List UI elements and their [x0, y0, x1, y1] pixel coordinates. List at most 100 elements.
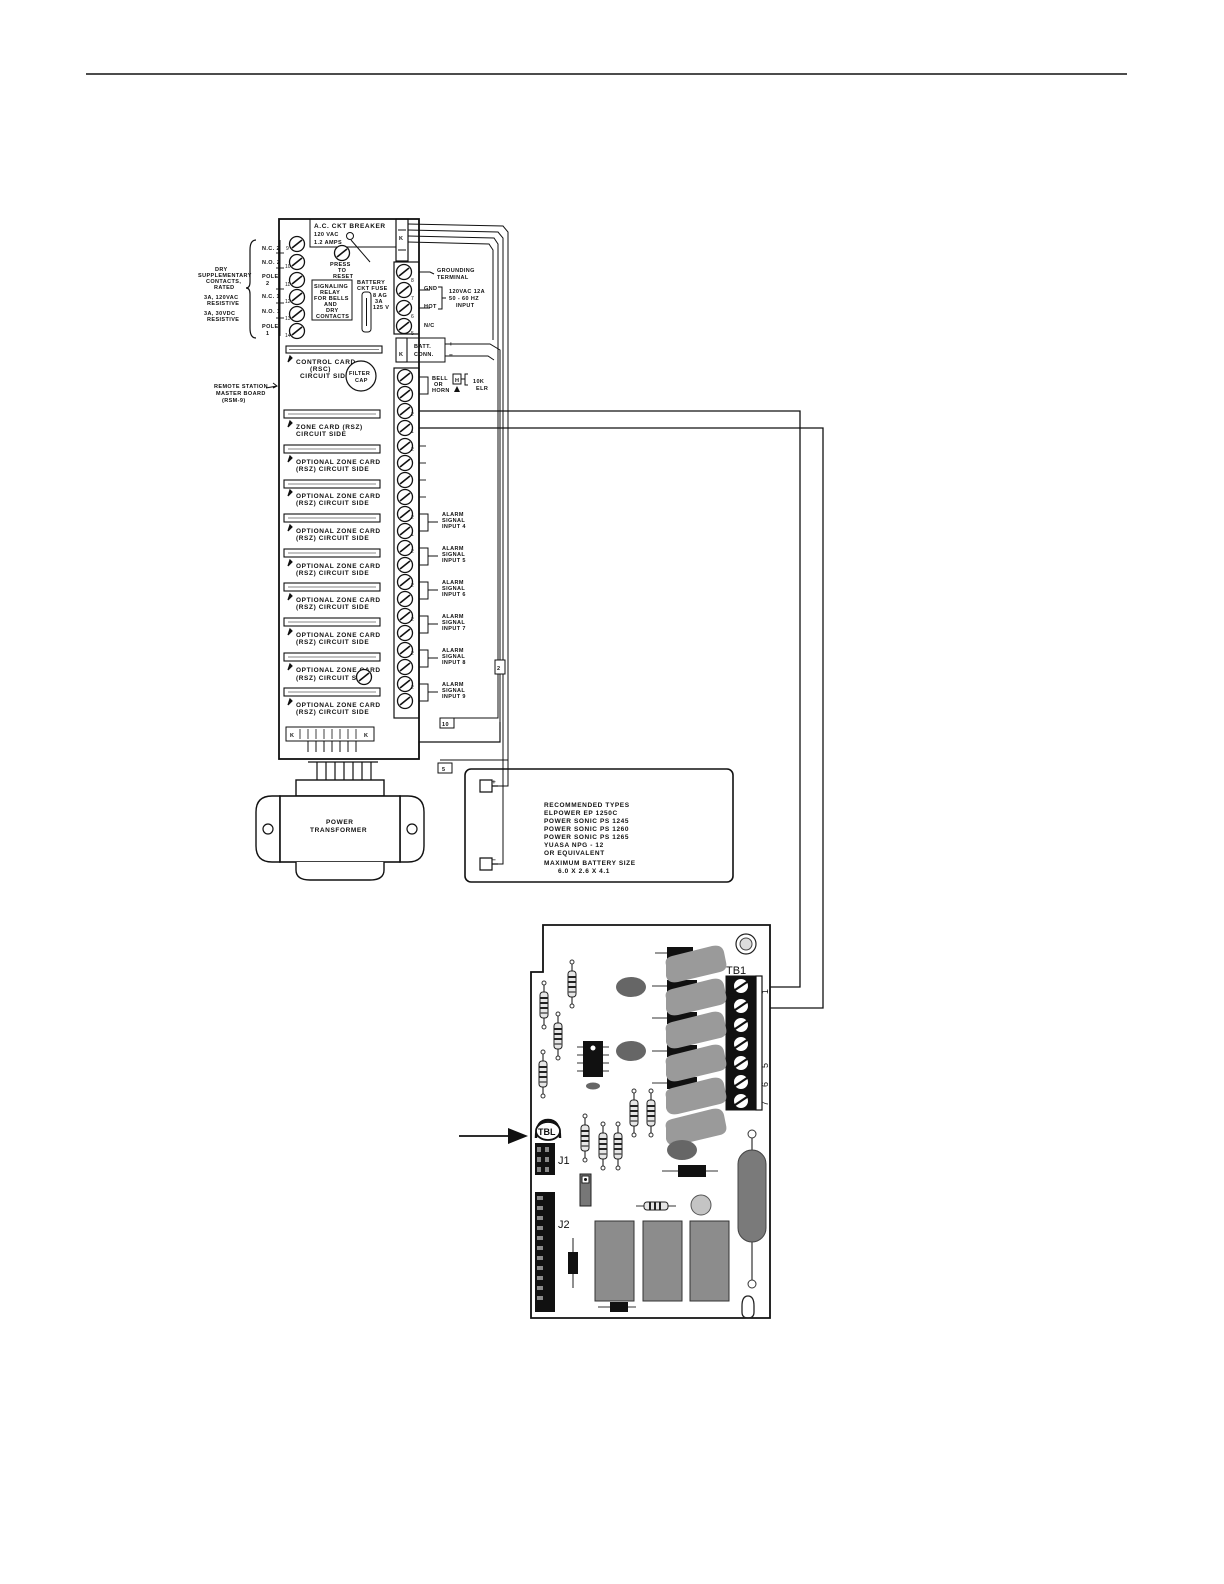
svg-text:(RSZ) CIRCUIT SIDE: (RSZ) CIRCUIT SIDE [296, 466, 369, 473]
svg-text:1: 1 [760, 989, 770, 994]
svg-text:50 - 60 HZ: 50 - 60 HZ [449, 296, 479, 302]
svg-text:13: 13 [285, 316, 291, 322]
svg-text:N.C. 1: N.C. 1 [262, 294, 280, 300]
svg-text:OPTIONAL ZONE CARD: OPTIONAL ZONE CARD [296, 597, 381, 604]
svg-text:(RSZ) CIRCUIT SIDE: (RSZ) CIRCUIT SIDE [296, 639, 369, 646]
svg-text:SIGNAL: SIGNAL [442, 688, 465, 694]
svg-text:POWER: POWER [326, 819, 354, 826]
pcb-board: TB1 POWER LIMITED 1 5 6 7 [530, 924, 771, 1319]
svg-text:2: 2 [411, 447, 414, 453]
svg-text:14: 14 [285, 333, 291, 339]
svg-text:K: K [364, 733, 368, 739]
mov-components [665, 945, 727, 1146]
svg-text:GND: GND [424, 286, 437, 292]
svg-text:K: K [399, 352, 403, 358]
svg-text:5: 5 [411, 331, 414, 337]
svg-text:1.2 AMPS: 1.2 AMPS [314, 240, 342, 246]
svg-text:7: 7 [760, 1101, 770, 1106]
svg-text:BELL: BELL [432, 376, 448, 382]
svg-text:10K: 10K [473, 379, 484, 385]
svg-text:ALARM: ALARM [442, 580, 464, 586]
svg-text:N.O. 1: N.O. 1 [262, 309, 280, 315]
svg-text:INPUT 7: INPUT 7 [442, 626, 466, 632]
svg-text:POWER SONIC PS 1245: POWER SONIC PS 1245 [544, 818, 629, 825]
svg-text:(RSZ) CIRCUIT SIDE: (RSZ) CIRCUIT SIDE [296, 500, 369, 507]
svg-text:N.C. 2: N.C. 2 [262, 246, 280, 252]
svg-text:ELR: ELR [476, 386, 488, 392]
svg-text:2: 2 [411, 583, 414, 589]
svg-text:(RSZ) CIRCUIT SIDE: (RSZ) CIRCUIT SIDE [296, 535, 369, 542]
svg-text:DRY: DRY [215, 267, 228, 273]
tb1-wires [419, 410, 824, 1009]
master-board: K K K A.C. CKT BREAKER 120 VAC 1.2 AMPS … [278, 218, 501, 760]
ac-breaker-title: A.C. CKT BREAKER [314, 223, 386, 230]
svg-text:5: 5 [442, 767, 445, 773]
svg-text:POWER SONIC PS 1260: POWER SONIC PS 1260 [544, 826, 629, 833]
svg-text:CAP: CAP [355, 378, 368, 384]
svg-text:MASTER BOARD: MASTER BOARD [216, 391, 266, 397]
svg-text:(RSZ) CIRCUIT SIDE: (RSZ) CIRCUIT SIDE [296, 570, 369, 577]
svg-text:8: 8 [411, 278, 414, 284]
filter-cap [345, 360, 377, 392]
svg-text:+: + [492, 779, 496, 786]
power-limited-label: POWER LIMITED [727, 980, 736, 1044]
relays [594, 1220, 730, 1302]
svg-text:MAXIMUM BATTERY SIZE: MAXIMUM BATTERY SIZE [544, 860, 636, 867]
ic-chip [577, 1041, 609, 1077]
svg-text:SIGNAL: SIGNAL [442, 552, 465, 558]
svg-text:AND: AND [324, 302, 337, 308]
svg-text:3A, 120VAC: 3A, 120VAC [204, 295, 238, 301]
svg-text:INPUT 8: INPUT 8 [442, 660, 466, 666]
svg-text:CKT FUSE: CKT FUSE [357, 286, 388, 292]
svg-text:125 V: 125 V [373, 305, 389, 311]
svg-text:2: 2 [497, 666, 500, 672]
svg-text:RESISTIVE: RESISTIVE [207, 317, 239, 323]
svg-text:2: 2 [266, 281, 269, 287]
svg-text:10: 10 [442, 722, 449, 728]
svg-text:SUPPLEMENTARY: SUPPLEMENTARY [198, 273, 252, 279]
svg-text:OPTIONAL ZONE CARD: OPTIONAL ZONE CARD [296, 459, 381, 466]
svg-text:2: 2 [411, 617, 414, 623]
svg-text:1: 1 [411, 429, 414, 435]
svg-text:REMOTE STATION: REMOTE STATION [214, 384, 268, 390]
svg-text:FILTER: FILTER [349, 371, 370, 377]
svg-text:TO: TO [338, 268, 347, 274]
svg-text:ZONE CARD (RSZ): ZONE CARD (RSZ) [296, 424, 363, 431]
svg-text:OPTIONAL ZONE CARD: OPTIONAL ZONE CARD [296, 632, 381, 639]
svg-text:CIRCUIT SIDE: CIRCUIT SIDE [296, 431, 347, 438]
svg-text:POLE: POLE [262, 324, 279, 330]
svg-text:ALARM: ALARM [442, 614, 464, 620]
svg-text:SIGNAL: SIGNAL [442, 586, 465, 592]
svg-text:ALARM: ALARM [442, 546, 464, 552]
svg-text:ALARM: ALARM [442, 682, 464, 688]
svg-text:CONTACTS,: CONTACTS, [206, 279, 241, 285]
large-component [737, 1129, 767, 1289]
j1-label: J1 [558, 1155, 570, 1167]
svg-text:BATTERY: BATTERY [357, 280, 385, 286]
svg-text:ALARM: ALARM [442, 512, 464, 518]
svg-text:RESISTIVE: RESISTIVE [207, 301, 239, 307]
svg-text:(RSZ) CIRCUIT SIDE: (RSZ) CIRCUIT SIDE [296, 709, 369, 716]
svg-text:BATT.: BATT. [414, 344, 431, 350]
svg-text:11: 11 [285, 282, 290, 288]
svg-text:CONTROL CARD: CONTROL CARD [296, 359, 356, 366]
svg-text:(RSZ) CIRCUIT SIDE: (RSZ) CIRCUIT SIDE [296, 604, 369, 611]
svg-text:7: 7 [411, 296, 414, 302]
svg-text:CONTACTS: CONTACTS [316, 314, 349, 320]
svg-text:INPUT 9: INPUT 9 [442, 694, 466, 700]
svg-text:OPTIONAL ZONE CARD: OPTIONAL ZONE CARD [296, 528, 381, 535]
svg-text:N.O. 2: N.O. 2 [262, 260, 280, 266]
battery: + − RECOMMENDED TYPES ELPOWER EP 1250C P… [464, 760, 734, 883]
svg-text:12: 12 [285, 299, 291, 305]
svg-text:10: 10 [285, 264, 291, 270]
svg-text:2: 2 [411, 515, 414, 521]
reset-screw [333, 244, 351, 262]
svg-text:OR EQUIVALENT: OR EQUIVALENT [544, 850, 605, 857]
svg-text:OPTIONAL ZONE CARD: OPTIONAL ZONE CARD [296, 563, 381, 570]
terminal-strip: 8 7 6 5 GROUNDING TERMINAL GND HOT N/C 1… [393, 261, 488, 719]
dry-contacts-labels: N.C. 2 N.O. 2 POLE 2 N.C. 1 N.O. 1 POLE … [198, 239, 284, 404]
svg-text:6: 6 [411, 314, 414, 320]
svg-text:POLE: POLE [262, 274, 279, 280]
svg-text:INPUT: INPUT [456, 303, 475, 309]
svg-text:CIRCUIT SIDE: CIRCUIT SIDE [300, 373, 351, 380]
